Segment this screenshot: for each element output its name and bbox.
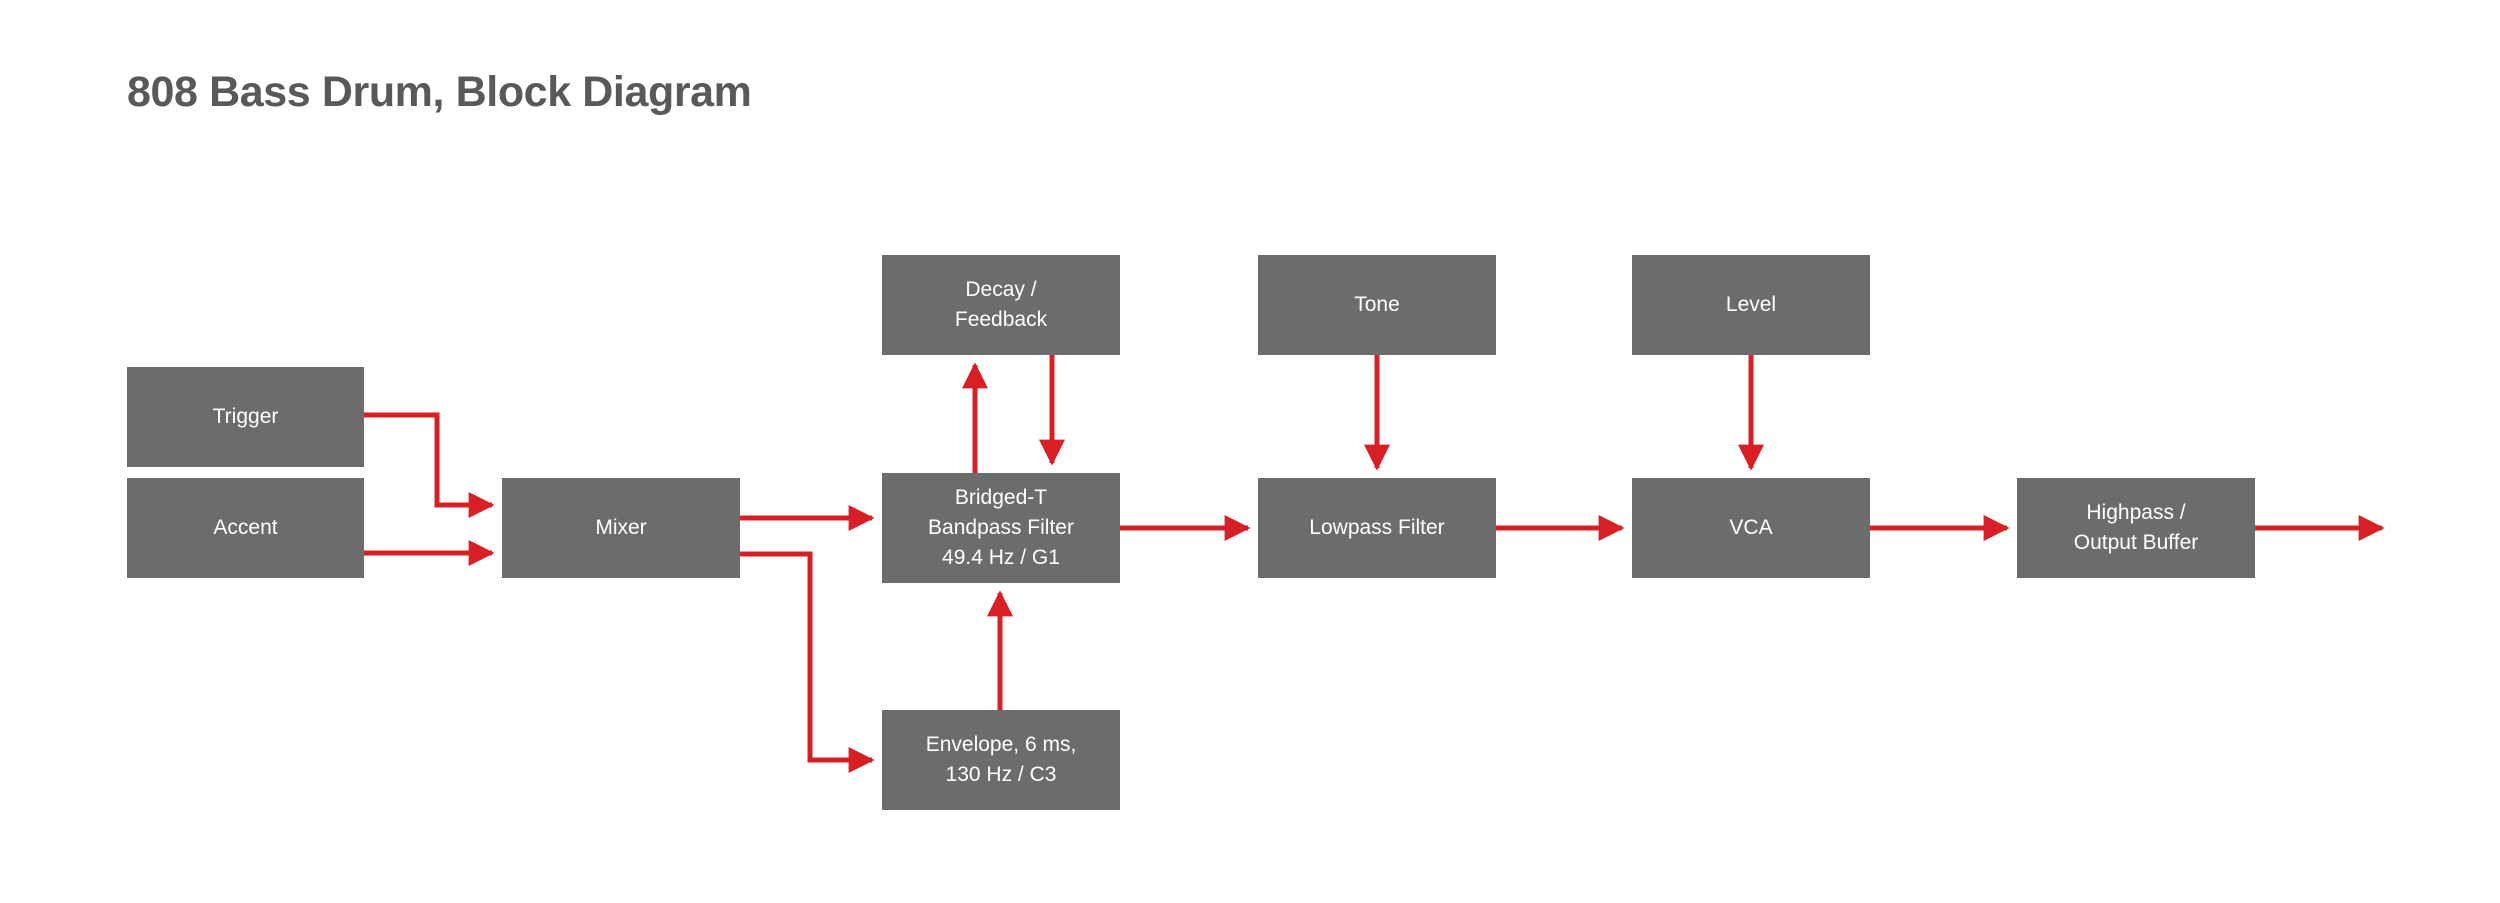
block-label: Mixer [595, 516, 647, 539]
block-vca[interactable]: VCA [1632, 478, 1870, 578]
block-bridged-t-bandpass-filter[interactable]: Bridged-T Bandpass Filter 49.4 Hz / G1 [882, 473, 1120, 583]
block-tone[interactable]: Tone [1258, 255, 1496, 355]
block-decay-feedback[interactable]: Decay / Feedback [882, 255, 1120, 355]
block-label: Envelope, 6 ms, 130 Hz / C3 [925, 733, 1077, 786]
block-label: Bridged-T Bandpass Filter 49.4 Hz / G1 [928, 486, 1074, 569]
block-envelope[interactable]: Envelope, 6 ms, 130 Hz / C3 [882, 710, 1120, 810]
block-highpass-output-buffer[interactable]: Highpass / Output Buffer [2017, 478, 2255, 578]
page-title: 808 Bass Drum, Block Diagram [127, 68, 752, 116]
block-label: Tone [1354, 293, 1400, 316]
block-label: Trigger [212, 405, 279, 428]
block-lowpass-filter[interactable]: Lowpass Filter [1258, 478, 1496, 578]
block-label: Highpass / Output Buffer [2073, 501, 2199, 554]
block-label: Lowpass Filter [1309, 516, 1445, 539]
block-level[interactable]: Level [1632, 255, 1870, 355]
block-label: VCA [1729, 516, 1773, 539]
connector-trigger-to-mixer [364, 412, 495, 518]
block-label: Decay / Feedback [954, 278, 1048, 331]
block-label: Accent [213, 516, 278, 539]
block-accent[interactable]: Accent [127, 478, 364, 578]
block-label: Level [1725, 293, 1777, 316]
block-trigger[interactable]: Trigger [127, 367, 364, 467]
block-mixer[interactable]: Mixer [502, 478, 740, 578]
connector-mixer-to-envelope [740, 551, 875, 773]
